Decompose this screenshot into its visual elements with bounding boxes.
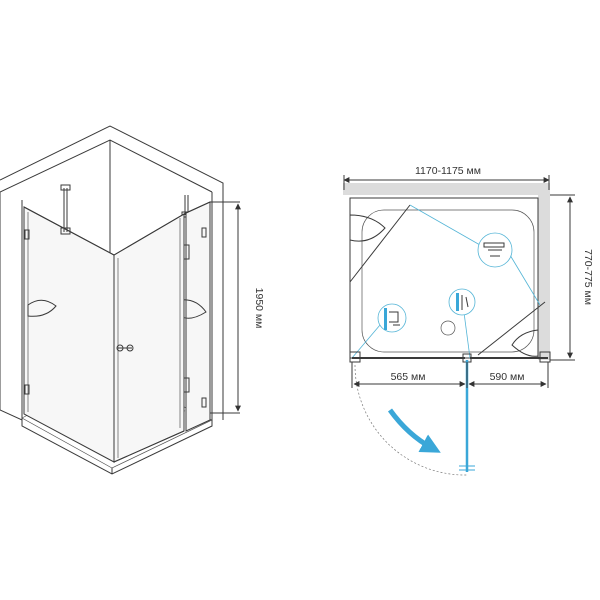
height-label: 1950 мм xyxy=(253,288,265,329)
side-glass-panel xyxy=(23,206,115,463)
glass-clamp-icon xyxy=(349,351,361,363)
curved-arrow-icon xyxy=(387,408,441,453)
plan-view: 1170-1175 мм 770-775 мм xyxy=(343,165,594,476)
glass-clamp-icon xyxy=(24,384,30,395)
support-rod-left xyxy=(349,204,411,283)
height-dimension: 1950 мм xyxy=(235,203,265,412)
segment-dimensions: 565 мм 590 мм xyxy=(351,362,549,388)
side-wall xyxy=(538,183,550,360)
width-label: 1170-1175 мм xyxy=(415,165,481,177)
plan-shelf-left xyxy=(349,214,386,242)
width-dimension: 1170-1175 мм xyxy=(343,165,550,190)
drain-icon xyxy=(440,320,456,336)
left-segment-label: 565 мм xyxy=(391,371,426,383)
plan-shelf-right xyxy=(511,329,539,357)
depth-label: 770-775 мм xyxy=(582,249,594,305)
glass-clamp-icon xyxy=(201,227,207,238)
detail-clamp xyxy=(377,303,407,333)
glass-clamp-icon xyxy=(201,397,207,408)
depth-dimension: 770-775 мм xyxy=(550,194,594,361)
glass-clamp-icon xyxy=(539,351,551,363)
back-wall xyxy=(343,183,550,195)
glass-clamp-icon xyxy=(24,229,30,240)
door-panel xyxy=(113,213,185,463)
isometric-view: 1950 мм xyxy=(0,125,265,475)
support-rod-right xyxy=(477,301,546,356)
detail-hinge xyxy=(448,288,476,316)
tray-basin xyxy=(361,209,535,353)
corner-shelf-left xyxy=(27,299,57,317)
right-segment-label: 590 мм xyxy=(490,371,525,383)
detail-top-bracket xyxy=(477,232,513,268)
